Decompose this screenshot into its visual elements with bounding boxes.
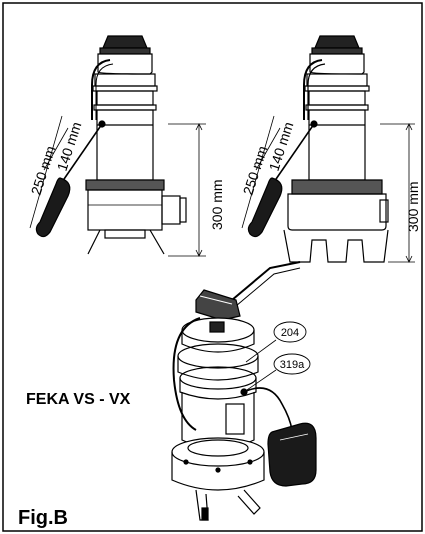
callout-bubble-319a (273, 353, 311, 375)
pump-view-right (241, 35, 415, 263)
callout-bubble-204 (273, 321, 307, 343)
figure-label: Fig.B (18, 507, 68, 529)
callout-319a: 319a (280, 359, 305, 371)
model-label: FEKA VS - VX (26, 391, 131, 408)
left-dim-300: 300 mm (209, 179, 225, 230)
pump-view-left (29, 35, 206, 257)
callout-204: 204 (281, 327, 299, 339)
right-dim-300: 300 mm (405, 181, 421, 232)
pump-view-isometric (171, 261, 317, 521)
